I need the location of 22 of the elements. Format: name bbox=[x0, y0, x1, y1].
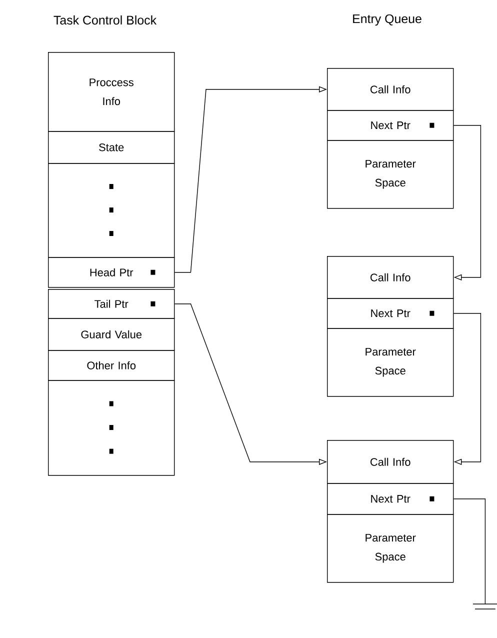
table-cell: Parameter Space bbox=[327, 514, 454, 583]
ellipsis-cell bbox=[48, 380, 175, 476]
table-cell: State bbox=[48, 131, 175, 164]
heading: Entry Queue bbox=[353, 14, 422, 26]
table-cell: Call Info bbox=[327, 68, 454, 111]
heading: Task Control Block bbox=[54, 15, 157, 25]
ellipsis-cell bbox=[48, 163, 175, 258]
ground-symbol bbox=[472, 604, 497, 610]
table-cell: Other Info bbox=[48, 350, 175, 381]
table-cell: Proccess Info bbox=[48, 52, 175, 132]
table-cell: Parameter Space bbox=[327, 140, 454, 209]
pointer-cell: Head Ptr bbox=[48, 257, 175, 288]
pointer-cell: Next Ptr bbox=[327, 298, 454, 329]
pointer-cell: Next Ptr bbox=[327, 483, 454, 515]
table-cell: Call Info bbox=[327, 440, 454, 484]
arrow bbox=[453, 125, 482, 280]
pointer-cell: Next Ptr bbox=[327, 110, 454, 141]
arrow bbox=[453, 313, 482, 465]
table-cell: Parameter Space bbox=[327, 328, 454, 397]
table-cell: Call Info bbox=[327, 256, 454, 299]
pointer-cell: Tail Ptr bbox=[48, 289, 175, 319]
table-cell: Guard Value bbox=[48, 318, 175, 351]
